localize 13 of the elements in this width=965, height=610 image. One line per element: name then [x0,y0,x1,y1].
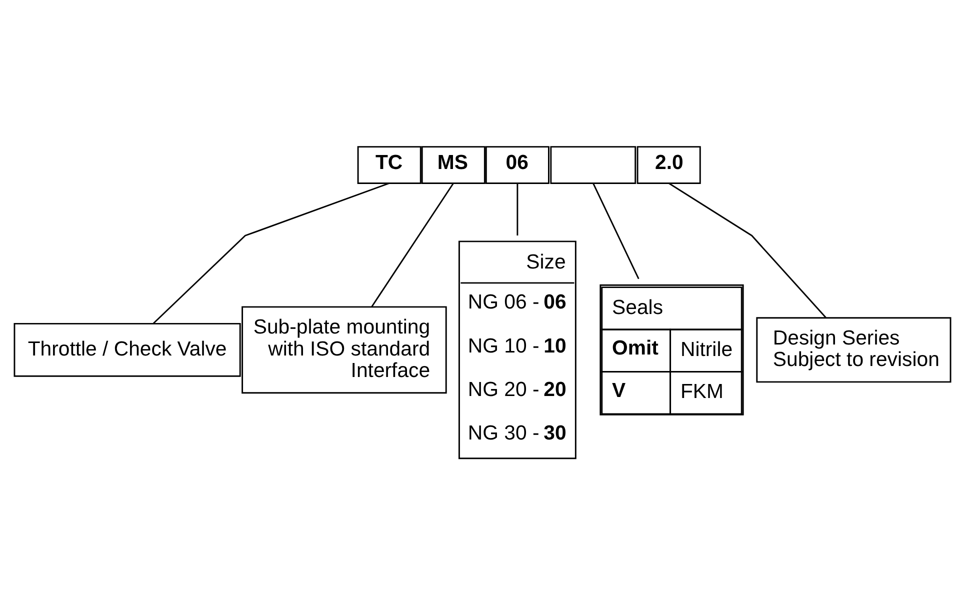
node-box: 2.0 [636,146,701,184]
node-box: Design Series Subject to revision [756,316,952,382]
node-box [550,146,636,184]
node-box: Throttle / Check Valve [14,322,241,376]
node-box: TC [357,146,422,184]
connector [668,182,826,318]
connector [516,182,518,235]
connector [152,182,390,324]
connector [592,182,640,279]
node-box: Sub-plate mounting with ISO standard Interface [242,306,447,394]
connector [371,182,454,307]
node-box: MS [421,146,486,184]
node-box: 06 [485,146,550,184]
